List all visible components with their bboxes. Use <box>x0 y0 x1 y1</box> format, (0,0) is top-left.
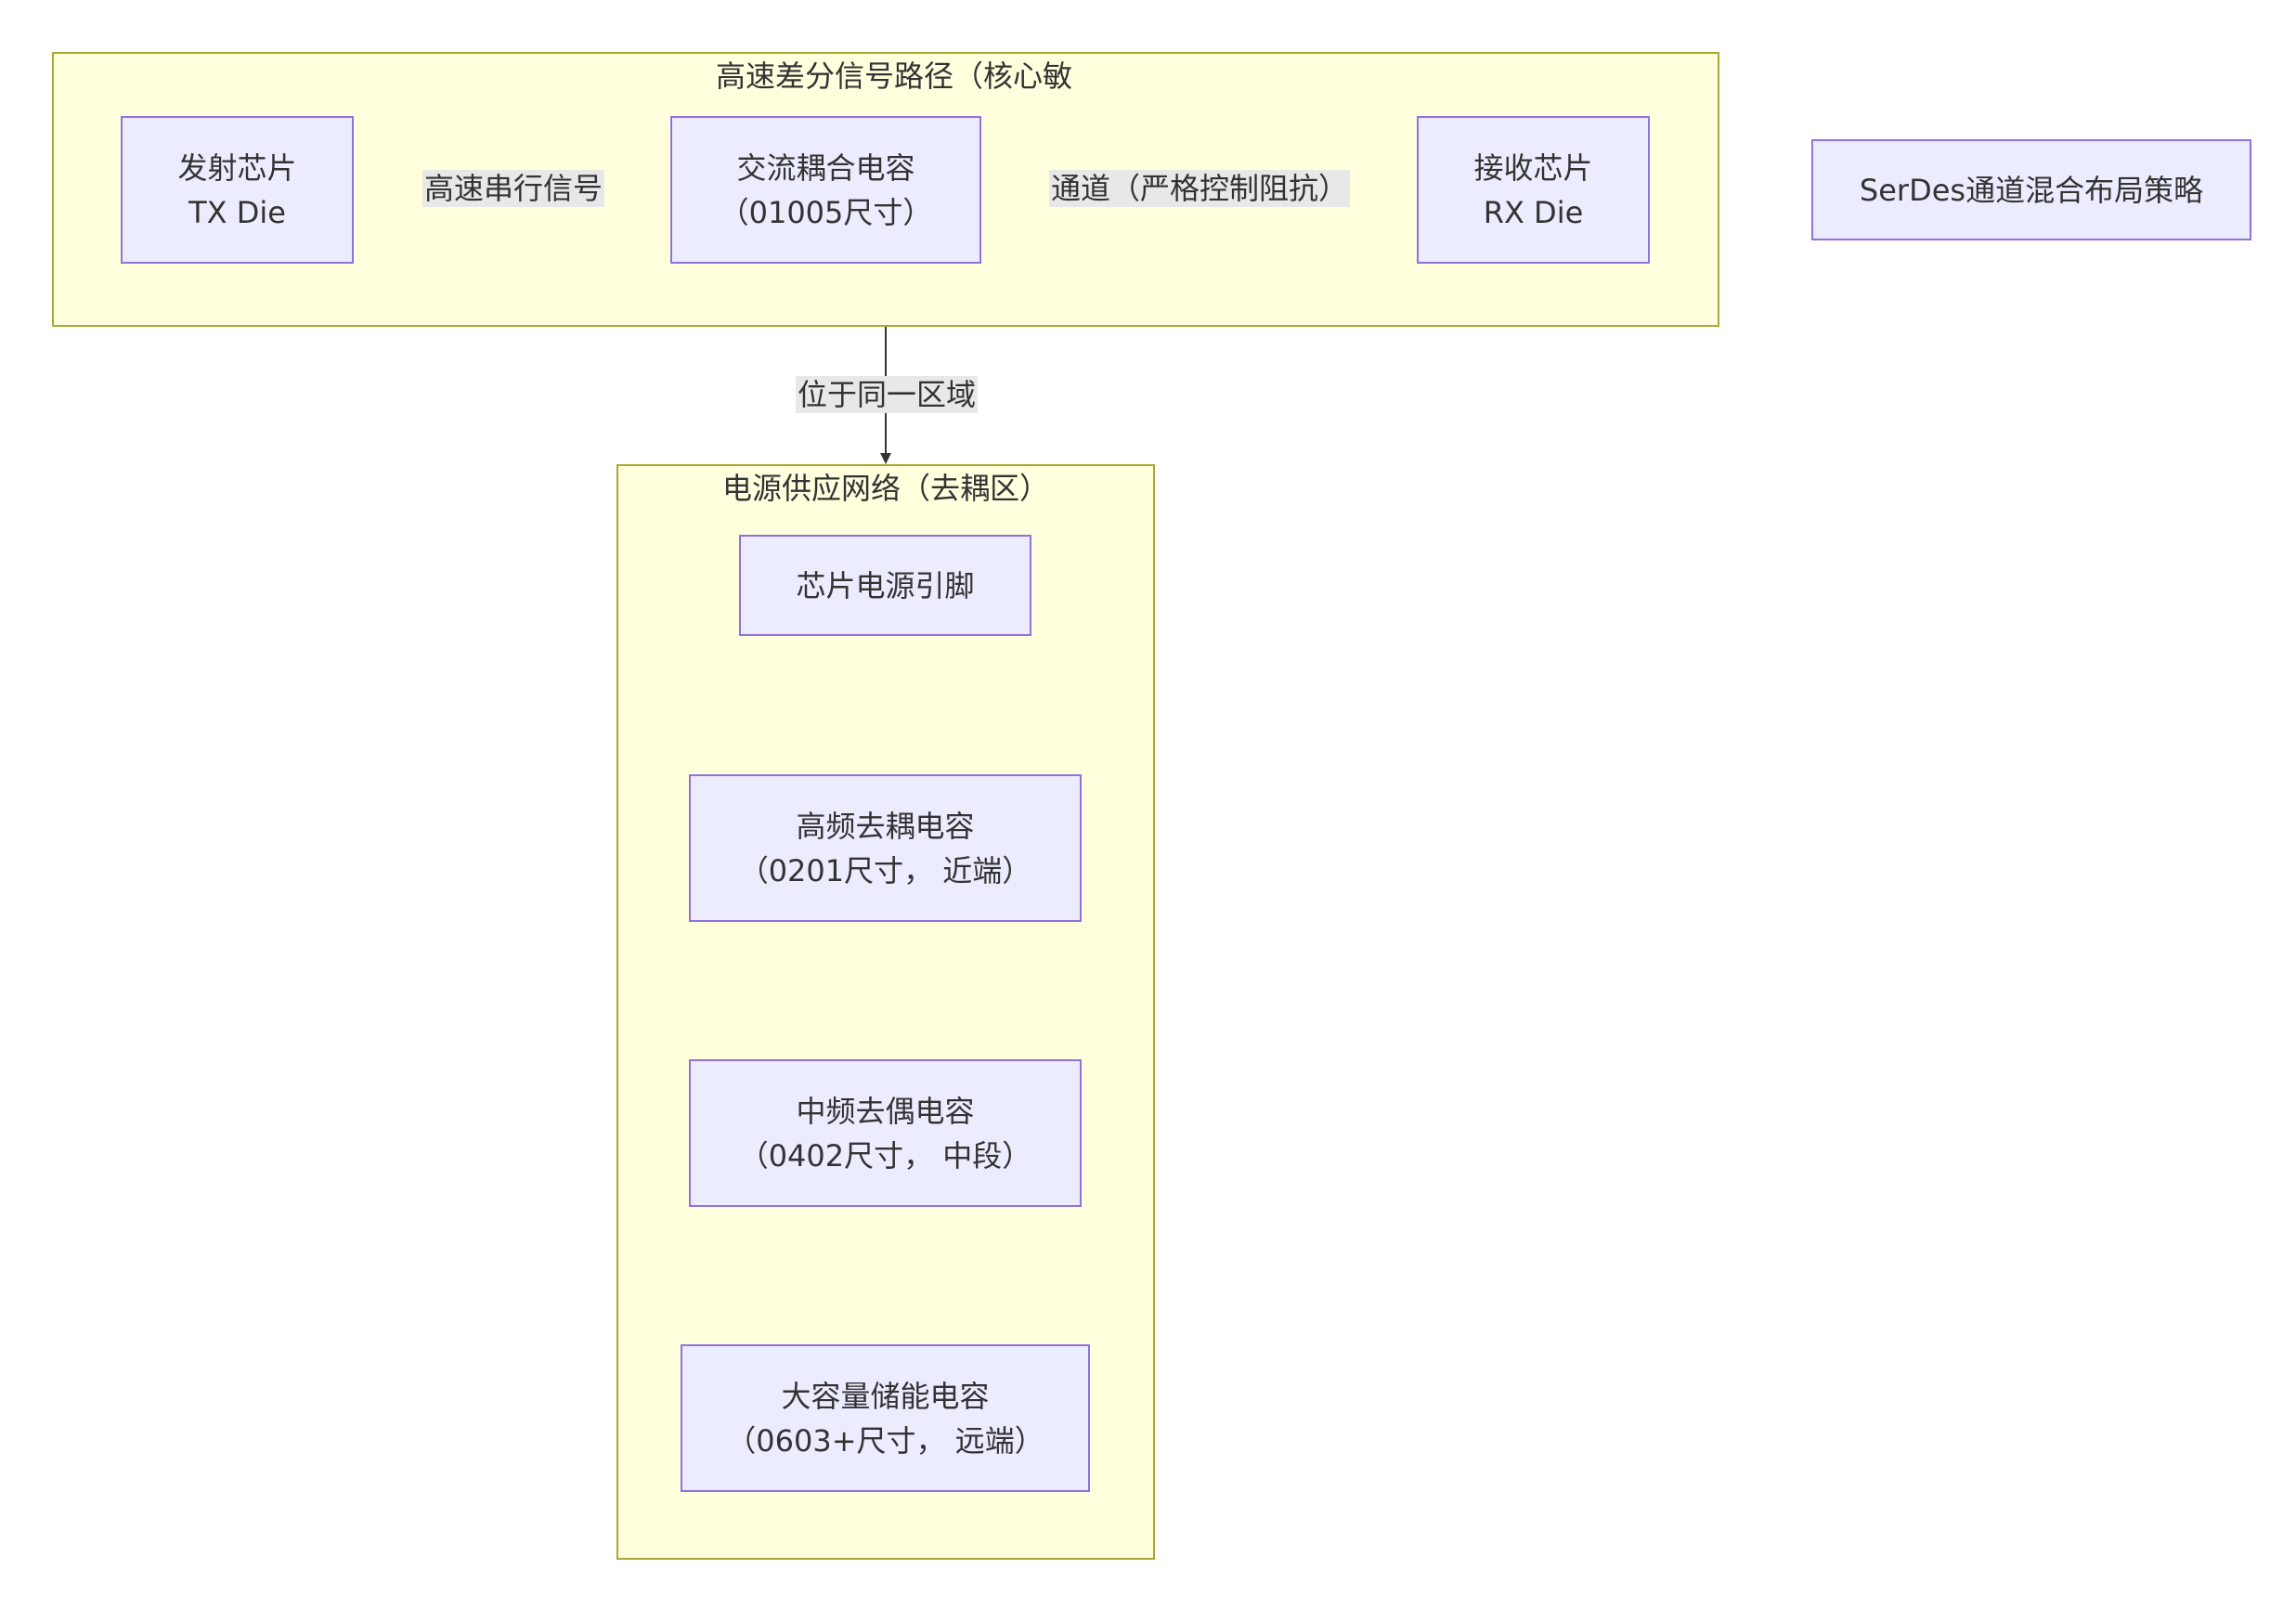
node-tx-label: 发射芯片 <box>177 149 297 186</box>
node-mf-decoupling-cap[interactable]: 中频去偶电容 （0402尺寸， 中段） <box>689 1059 1082 1207</box>
node-mf-cap-sublabel: （0402尺寸， 中段） <box>738 1137 1032 1174</box>
node-rx-sublabel: RX Die <box>1483 194 1584 230</box>
node-tx-die[interactable]: 发射芯片 TX Die <box>121 116 354 264</box>
node-bulk-cap-sublabel: （0603+尺寸， 远端） <box>726 1422 1044 1459</box>
node-hf-cap-label: 高频去耦电容 <box>796 808 975 844</box>
node-ac-coupling-cap[interactable]: 交流耦合电容 （01005尺寸） <box>670 116 981 264</box>
node-tx-sublabel: TX Die <box>188 194 286 230</box>
node-hf-cap-sublabel: （0201尺寸， 近端） <box>738 852 1032 888</box>
node-mf-cap-label: 中频去偶电容 <box>796 1093 975 1129</box>
cluster-signal-title: 高速差分信号路径（核心敏感区） <box>715 58 1072 94</box>
node-rx-label: 接收芯片 <box>1473 149 1593 186</box>
node-ac-cap-label: 交流耦合电容 <box>736 149 915 186</box>
node-bulk-cap-label: 大容量储能电容 <box>781 1378 990 1414</box>
diagram-title-label: SerDes通道混合布局策略 <box>1859 172 2204 208</box>
node-ac-cap-sublabel: （01005尺寸） <box>719 194 933 230</box>
node-rx-die[interactable]: 接收芯片 RX Die <box>1417 116 1650 264</box>
node-hf-decoupling-cap[interactable]: 高频去耦电容 （0201尺寸， 近端） <box>689 774 1082 922</box>
node-power-pin-label: 芯片电源引脚 <box>796 567 975 603</box>
edge-label-signal-to-power: 位于同一区域 <box>796 376 979 413</box>
node-power-pin[interactable]: 芯片电源引脚 <box>739 535 1031 636</box>
cluster-power-title: 电源供应网络（去耦区） <box>721 471 1049 506</box>
node-bulk-storage-cap[interactable]: 大容量储能电容 （0603+尺寸， 远端） <box>681 1344 1090 1492</box>
edge-label-tx-to-cap: 高速串行信号 <box>422 170 605 207</box>
node-diagram-title[interactable]: SerDes通道混合布局策略 <box>1811 139 2251 240</box>
edge-label-cap-to-rx: 通道（严格控制阻抗） <box>1049 170 1351 207</box>
